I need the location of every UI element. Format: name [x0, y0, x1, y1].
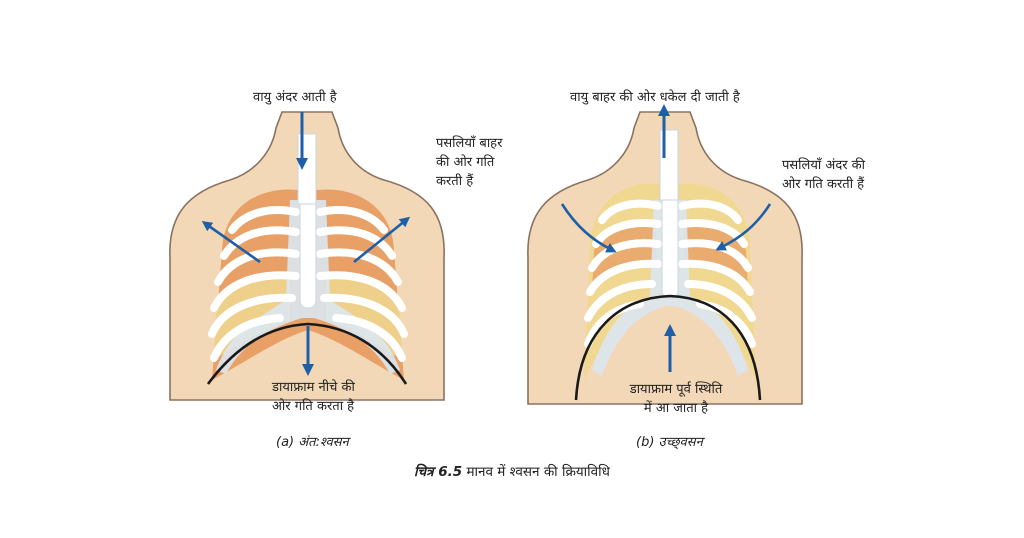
label-diaphragm-down-line-1: डायाफ्राम नीचे की — [272, 380, 355, 395]
label-ribs-out-line-3: करती हैं — [436, 174, 474, 189]
label-ribs-in-line-1: पसलियाँ अंदर की — [782, 158, 866, 173]
label-diaphragm-return: डायाफ्राम पूर्व स्थिति में आ जाता है — [614, 380, 738, 418]
label-ribs-in: पसलियाँ अंदर की ओर गति करती हैं — [782, 156, 865, 194]
ribs-out-arrow-left — [201, 221, 261, 264]
label-ribs-in-line-2: ओर गति करती हैं — [782, 177, 865, 192]
label-ribs-out-line-2: की ओर गति — [436, 155, 495, 170]
label-diaphragm-return-line-1: डायाफ्राम पूर्व स्थिति — [629, 382, 723, 397]
caption-a: (a) अंत:श्वसन — [276, 435, 349, 450]
label-ribs-out-line-1: पसलियाँ बाहर — [436, 136, 503, 151]
ribs-out-arrow-right — [353, 216, 411, 264]
label-ribs-out: पसलियाँ बाहर की ओर गति करती हैं — [436, 134, 502, 191]
ribs-in-arrow-right — [715, 203, 772, 251]
diaphragm-b — [574, 294, 762, 401]
caption-b: (b) उच्छ्‌वसन — [636, 435, 703, 450]
figure-title: मानव में श्वसन की क्रियाविधि — [466, 464, 610, 480]
ribs-in-arrow-left — [560, 203, 617, 253]
label-air-out: वायु बाहर की ओर धकेल दी जाती है — [570, 90, 740, 105]
figure-caption: चित्र 6.5 मानव में श्वसन की क्रियाविधि — [414, 462, 610, 480]
sternum-b — [661, 191, 679, 299]
ribs-a — [208, 206, 408, 362]
label-diaphragm-return-line-2: में आ जाता है — [643, 401, 709, 416]
panel-b-exhalation — [527, 104, 803, 405]
label-air-in: वायु अंदर आती है — [253, 90, 337, 105]
label-diaphragm-down-line-2: ओर गति करता है — [272, 399, 355, 414]
diaphragm-a — [206, 322, 408, 385]
sternum-a — [299, 195, 317, 309]
panel-a-inhalation — [169, 111, 445, 401]
label-diaphragm-down: डायाफ्राम नीचे की ओर गति करता है — [272, 378, 355, 416]
figure-number: चित्र 6.5 — [414, 464, 463, 480]
